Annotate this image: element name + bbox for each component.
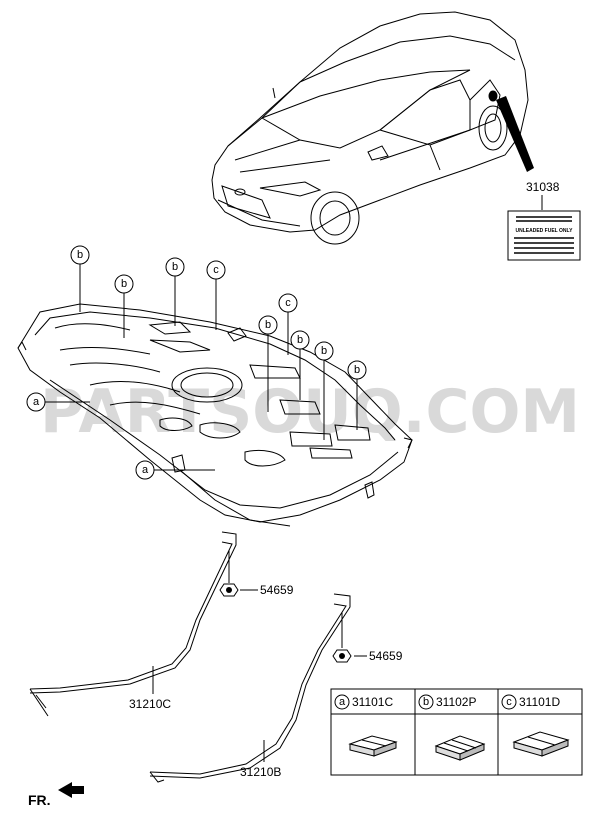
pad-icon-a [348, 735, 398, 757]
svg-text:c: c [506, 696, 512, 708]
direction-label: FR. [28, 792, 51, 808]
svg-text:b: b [265, 319, 271, 331]
callout-b-4: b [258, 315, 278, 412]
part-number-31038: 31038 [526, 180, 560, 194]
leader-31210b: 31210B [240, 740, 281, 779]
svg-text:a: a [142, 464, 149, 476]
svg-text:31102P: 31102P [436, 695, 476, 709]
legend-table: a 31101C b 31102P c 31101 [330, 688, 583, 776]
callout-b-2: b [114, 274, 134, 338]
svg-text:a: a [33, 396, 40, 408]
nut-top: 54659 [219, 550, 294, 597]
part-number-54659-top: 54659 [260, 583, 294, 597]
front-direction-indicator: FR. [28, 782, 84, 808]
callout-a-2: a [135, 460, 215, 480]
fuel-label-sticker: UNLEADED FUEL ONLY [507, 210, 581, 261]
svg-text:c: c [285, 297, 291, 309]
svg-text:b: b [297, 334, 303, 346]
callout-b-7: b [347, 360, 367, 430]
part-number-31210b: 31210B [240, 765, 281, 779]
pad-icon-b [434, 735, 486, 761]
callout-b-5: b [290, 330, 310, 400]
front-arrow-icon [58, 782, 84, 798]
legend-item-a: a 31101C [334, 694, 398, 757]
callout-c-1: c [206, 260, 226, 330]
svg-text:31101D: 31101D [519, 695, 560, 709]
svg-text:b: b [121, 278, 127, 290]
watermark: PARTSOUQ.COM [40, 377, 580, 447]
fuel-label-text: UNLEADED FUEL ONLY [516, 228, 574, 234]
callout-b-6: b [314, 341, 334, 440]
svg-text:b: b [321, 345, 327, 357]
svg-text:b: b [423, 696, 429, 708]
svg-text:a: a [339, 696, 346, 708]
pad-icon-c [512, 731, 570, 757]
strap-31210c [29, 531, 237, 717]
svg-text:b: b [172, 261, 178, 273]
nut-right: 54659 [332, 612, 403, 663]
legend-item-b: b 31102P [418, 694, 486, 761]
callout-b-1: b [70, 245, 90, 312]
leader-31210c: 31210C [129, 666, 171, 711]
svg-text:b: b [354, 364, 360, 376]
part-number-54659-right: 54659 [369, 649, 403, 663]
legend-item-c: c 31101D [501, 694, 570, 757]
svg-text:31101C: 31101C [352, 695, 393, 709]
fuel-door-pointer [496, 96, 534, 172]
callout-c-2: c [278, 293, 298, 355]
strap-31210b [149, 593, 351, 783]
svg-text:c: c [213, 264, 219, 276]
part-number-31210c: 31210C [129, 697, 171, 711]
car-illustration [211, 11, 529, 245]
callout-b-3: b [165, 257, 185, 326]
callout-a-1: a [26, 392, 90, 412]
svg-text:b: b [77, 249, 83, 261]
